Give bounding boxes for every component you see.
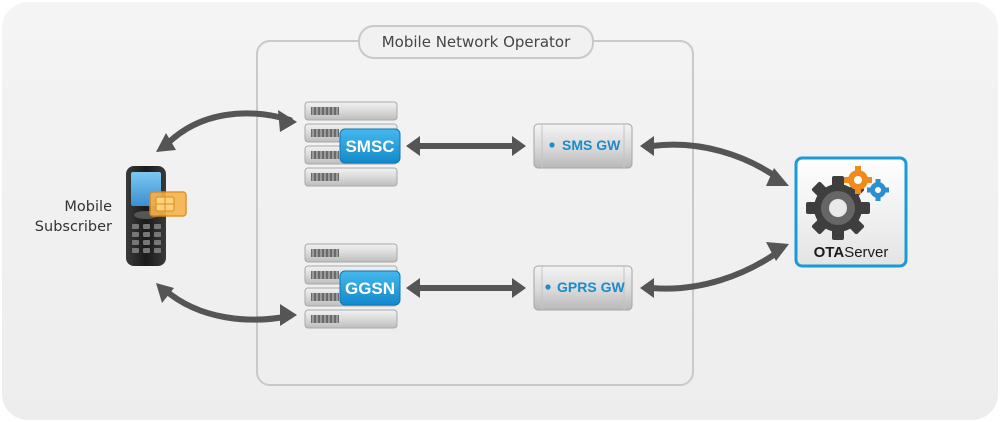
- gateway-icon: [533, 265, 633, 311]
- ggsn-label: GGSN: [345, 279, 395, 298]
- smsc-label: SMSC: [345, 137, 394, 156]
- gears-icon: [806, 166, 889, 240]
- arrowhead-icon: [766, 168, 789, 186]
- gprs-gw-label: GPRS GW: [557, 279, 625, 295]
- arrow-heads: [156, 110, 789, 326]
- arrow-gprsgw-ota: [649, 249, 781, 292]
- ota-label-bold: OTA: [814, 244, 845, 261]
- arrowhead-icon: [640, 136, 654, 156]
- arrows: [162, 110, 781, 323]
- arrow-phone-smsc: [162, 110, 293, 149]
- sms-gw-label: SMS GW: [562, 137, 621, 153]
- ota-server-label: OTAServer: [814, 244, 889, 261]
- operator-label: Mobile Network Operator: [358, 25, 594, 59]
- arrowhead-icon: [156, 283, 174, 303]
- smsc-server: SMSC: [304, 101, 401, 187]
- sms-gateway: SMS GW: [533, 123, 633, 169]
- ota-server: OTAServer: [794, 156, 908, 268]
- arrowhead-icon: [766, 242, 789, 261]
- arrowhead-icon: [512, 278, 526, 298]
- arrowhead-icon: [406, 136, 420, 156]
- subscriber-label-line1: Mobile: [64, 199, 112, 215]
- arrowhead-icon: [406, 278, 420, 298]
- gateway-icon: [533, 123, 633, 169]
- ota-label-rest: Server: [844, 244, 888, 261]
- arrow-smsgw-ota: [649, 141, 781, 181]
- arrowhead-icon: [512, 136, 526, 156]
- subscriber-label-line2: Subscriber: [34, 219, 112, 235]
- arrow-phone-ggsn: [162, 287, 293, 323]
- subscriber-label: Mobile Subscriber: [20, 197, 112, 237]
- arrowhead-icon: [280, 304, 297, 326]
- arrowhead-icon: [156, 133, 176, 152]
- gprs-gateway: GPRS GW: [533, 265, 633, 311]
- ggsn-server: GGSN: [304, 243, 401, 329]
- sim-card-icon: [149, 191, 187, 217]
- arrowhead-icon: [640, 278, 654, 298]
- arrowhead-icon: [278, 110, 297, 132]
